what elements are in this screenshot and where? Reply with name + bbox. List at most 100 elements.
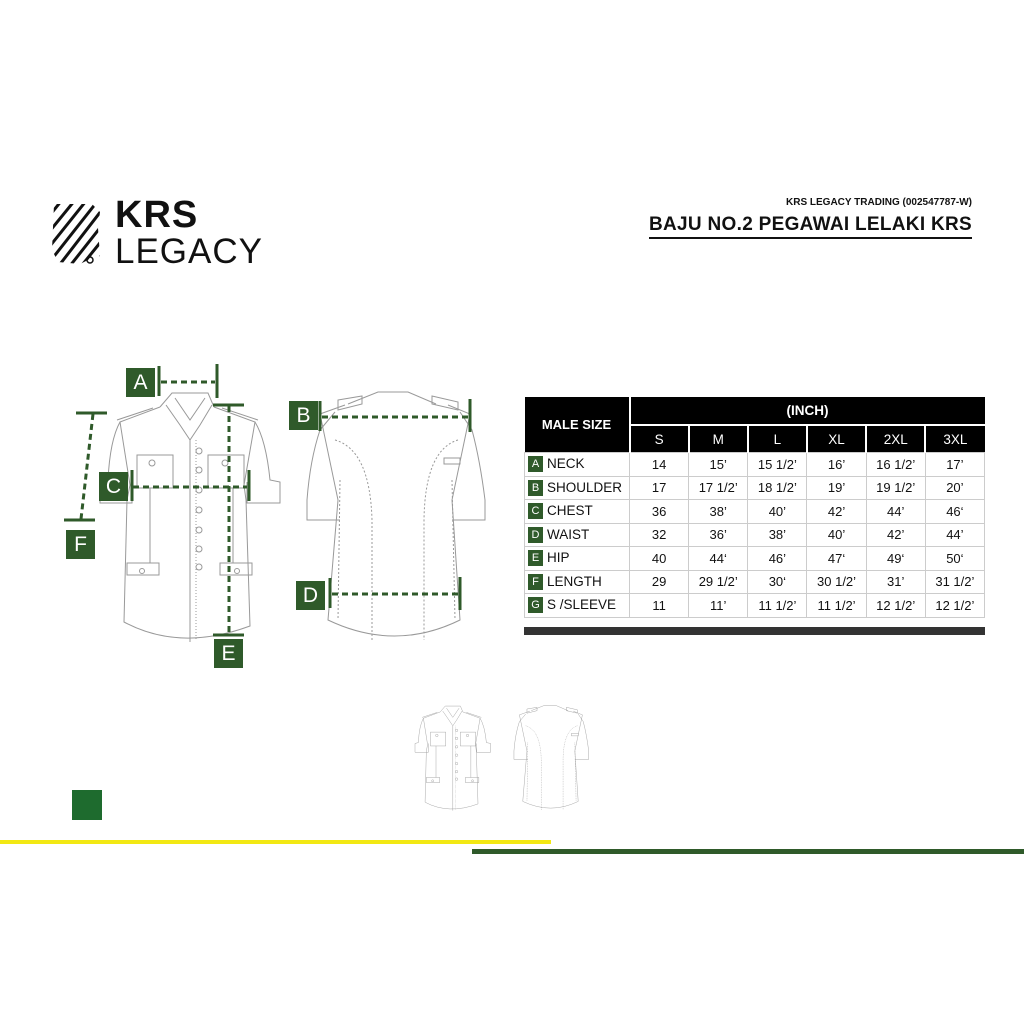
measure-label-b: B <box>289 401 318 430</box>
size-value: 11 1/2’ <box>747 593 808 618</box>
measure-key-badge: F <box>528 573 543 590</box>
unit-header: (INCH) <box>629 397 985 426</box>
size-header: L <box>746 425 807 453</box>
size-value: 20’ <box>924 475 986 500</box>
color-swatch <box>72 790 102 820</box>
size-value: 44‘ <box>688 546 749 571</box>
company-name: KRS LEGACY TRADING (002547787-W) <box>786 197 972 208</box>
measure-key-badge: C <box>528 503 543 520</box>
measure-key-badge: E <box>528 550 543 567</box>
measure-label-c: C <box>99 472 128 501</box>
size-value: 12 1/2’ <box>865 593 926 618</box>
size-value: 46‘ <box>924 499 986 524</box>
page-title: BAJU NO.2 PEGAWAI LELAKI KRS <box>649 214 972 239</box>
size-value: 17 1/2’ <box>688 475 749 500</box>
size-header: 3XL <box>924 425 985 453</box>
measure-label: WAIST <box>547 526 590 542</box>
size-value: 40’ <box>747 499 808 524</box>
size-value: 11’ <box>688 593 749 618</box>
front-shirt-thumbnail <box>414 705 491 811</box>
size-value: 38’ <box>747 522 808 547</box>
size-value: 15 1/2’ <box>747 452 808 477</box>
size-value: 17 <box>628 475 690 500</box>
size-value: 42’ <box>806 499 867 524</box>
measure-label: SHOULDER <box>547 479 623 495</box>
size-value: 17’ <box>924 452 986 477</box>
brand-name-line2: LEGACY <box>115 232 263 271</box>
striped-shield-icon <box>52 204 100 264</box>
size-value: 16’ <box>806 452 867 477</box>
measure-label-f: F <box>66 530 95 559</box>
size-value: 49‘ <box>865 546 926 571</box>
size-value: 31 1/2’ <box>924 569 986 594</box>
size-value: 31’ <box>865 569 926 594</box>
size-value: 44’ <box>924 522 986 547</box>
size-value: 11 <box>628 593 690 618</box>
size-value: 18 1/2’ <box>747 475 808 500</box>
size-header: S <box>628 425 689 453</box>
size-header: M <box>687 425 748 453</box>
size-value: 38’ <box>688 499 749 524</box>
size-value: 50‘ <box>924 546 986 571</box>
size-value: 46’ <box>747 546 808 571</box>
size-value: 11 1/2’ <box>806 593 867 618</box>
measure-label: S /SLEEVE <box>547 597 617 613</box>
size-header: XL <box>805 425 867 453</box>
measurement-lines <box>64 364 472 637</box>
size-value: 16 1/2’ <box>865 452 926 477</box>
table-bottom-bar <box>524 627 985 635</box>
size-value: 36’ <box>688 522 749 547</box>
measure-label-d: D <box>296 581 325 610</box>
measure-label-e: E <box>214 639 243 668</box>
size-value: 30 1/2’ <box>806 569 867 594</box>
size-value: 19’ <box>806 475 867 500</box>
table-corner-header: MALE SIZE <box>524 397 631 453</box>
measure-key-badge: D <box>528 526 543 543</box>
green-divider <box>472 849 1024 854</box>
size-value: 32 <box>628 522 690 547</box>
measure-label-a: A <box>126 368 155 397</box>
size-header: 2XL <box>865 425 926 453</box>
measure-label: CHEST <box>547 503 593 519</box>
size-value: 40’ <box>806 522 867 547</box>
size-value: 42’ <box>865 522 926 547</box>
size-value: 47‘ <box>806 546 867 571</box>
measure-label: LENGTH <box>547 573 602 589</box>
back-shirt-drawing <box>306 391 486 641</box>
measure-label: HIP <box>547 550 570 566</box>
size-value: 30‘ <box>747 569 808 594</box>
size-value: 29 1/2’ <box>688 569 749 594</box>
measure-key-badge: A <box>528 456 543 473</box>
brand-name-line1: KRS <box>115 194 199 236</box>
brand-name: KRS LEGACY <box>115 196 263 269</box>
size-value: 12 1/2’ <box>924 593 986 618</box>
front-shirt-drawing <box>99 392 281 643</box>
back-shirt-thumbnail <box>513 705 589 811</box>
size-value: 29 <box>628 569 690 594</box>
size-value: 14 <box>628 452 690 477</box>
size-value: 19 1/2’ <box>865 475 926 500</box>
size-value: 15’ <box>688 452 749 477</box>
measure-label: NECK <box>547 456 585 472</box>
measure-key-badge: B <box>528 479 543 496</box>
yellow-divider <box>0 840 551 844</box>
measure-key-badge: G <box>528 597 543 614</box>
size-value: 40 <box>628 546 690 571</box>
size-value: 44’ <box>865 499 926 524</box>
